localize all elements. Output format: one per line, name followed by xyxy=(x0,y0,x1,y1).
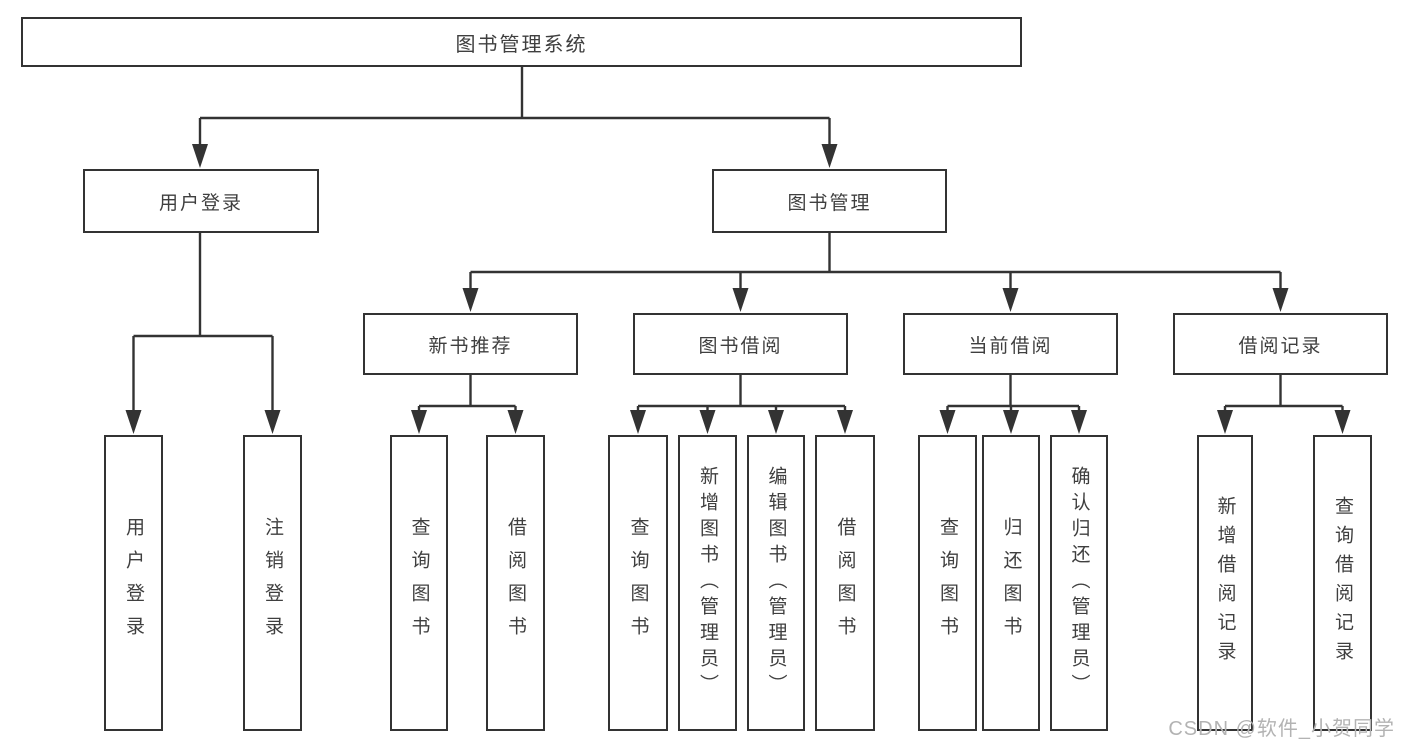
csdn-watermark: CSDN @软件_小贺同学 xyxy=(1168,718,1395,740)
node-borrow-records: 借阅记录 xyxy=(1173,313,1388,375)
leaf-borrow-books-recommend: 借阅图书 xyxy=(486,435,545,731)
node-book-borrowing: 图书借阅 xyxy=(633,313,848,375)
node-book-management: 图书管理 xyxy=(712,169,947,233)
leaf-return-books: 归还图书 xyxy=(982,435,1040,731)
node-label: 用户登录 xyxy=(158,192,243,214)
arrowheads xyxy=(125,144,1351,434)
node-current-borrowing: 当前借阅 xyxy=(903,313,1118,375)
leaf-label: 查询图书 xyxy=(627,517,649,649)
node-user-login: 用户登录 xyxy=(83,169,319,233)
leaf-borrow-books-borrowing: 借阅图书 xyxy=(815,435,875,731)
node-label: 当前借阅 xyxy=(968,335,1053,357)
leaf-label: 查询图书 xyxy=(937,517,958,649)
leaf-add-borrow-record: 新增借阅记录 xyxy=(1197,435,1253,731)
node-library-management-system: 图书管理系统 xyxy=(21,17,1022,67)
leaf-query-borrow-record: 查询借阅记录 xyxy=(1313,435,1372,731)
leaf-query-books-recommend: 查询图书 xyxy=(390,435,448,731)
node-label: 图书借阅 xyxy=(698,335,783,357)
leaf-confirm-return-admin: 确认归还（管理员） xyxy=(1050,435,1108,731)
leaf-label: 新增借阅记录 xyxy=(1214,496,1236,670)
leaf-query-books-borrowing: 查询图书 xyxy=(608,435,668,731)
leaf-logout: 注销登录 xyxy=(243,435,302,731)
leaf-edit-books-admin: 编辑图书（管理员） xyxy=(747,435,805,731)
leaf-label: 借阅图书 xyxy=(834,517,856,649)
leaf-label: 查询图书 xyxy=(408,517,430,649)
leaf-label: 归还图书 xyxy=(1000,517,1022,649)
leaf-label: 确认归还（管理员） xyxy=(1068,466,1090,700)
leaf-add-books-admin: 新增图书（管理员） xyxy=(678,435,737,731)
leaf-label: 注销登录 xyxy=(262,517,283,649)
leaf-label: 查询借阅记录 xyxy=(1332,496,1353,670)
node-label: 图书管理 xyxy=(787,192,872,214)
leaf-label: 编辑图书（管理员） xyxy=(765,466,787,700)
node-label: 图书管理系统 xyxy=(455,33,588,56)
node-label: 新书推荐 xyxy=(428,335,513,357)
leaf-label: 新增图书（管理员） xyxy=(697,466,718,700)
leaf-user-login: 用户登录 xyxy=(104,435,163,731)
node-label: 借阅记录 xyxy=(1238,335,1323,357)
leaf-label: 用户登录 xyxy=(123,517,144,649)
leaf-query-books-current: 查询图书 xyxy=(918,435,977,731)
node-new-book-recommend: 新书推荐 xyxy=(363,313,578,375)
leaf-label: 借阅图书 xyxy=(505,517,526,649)
